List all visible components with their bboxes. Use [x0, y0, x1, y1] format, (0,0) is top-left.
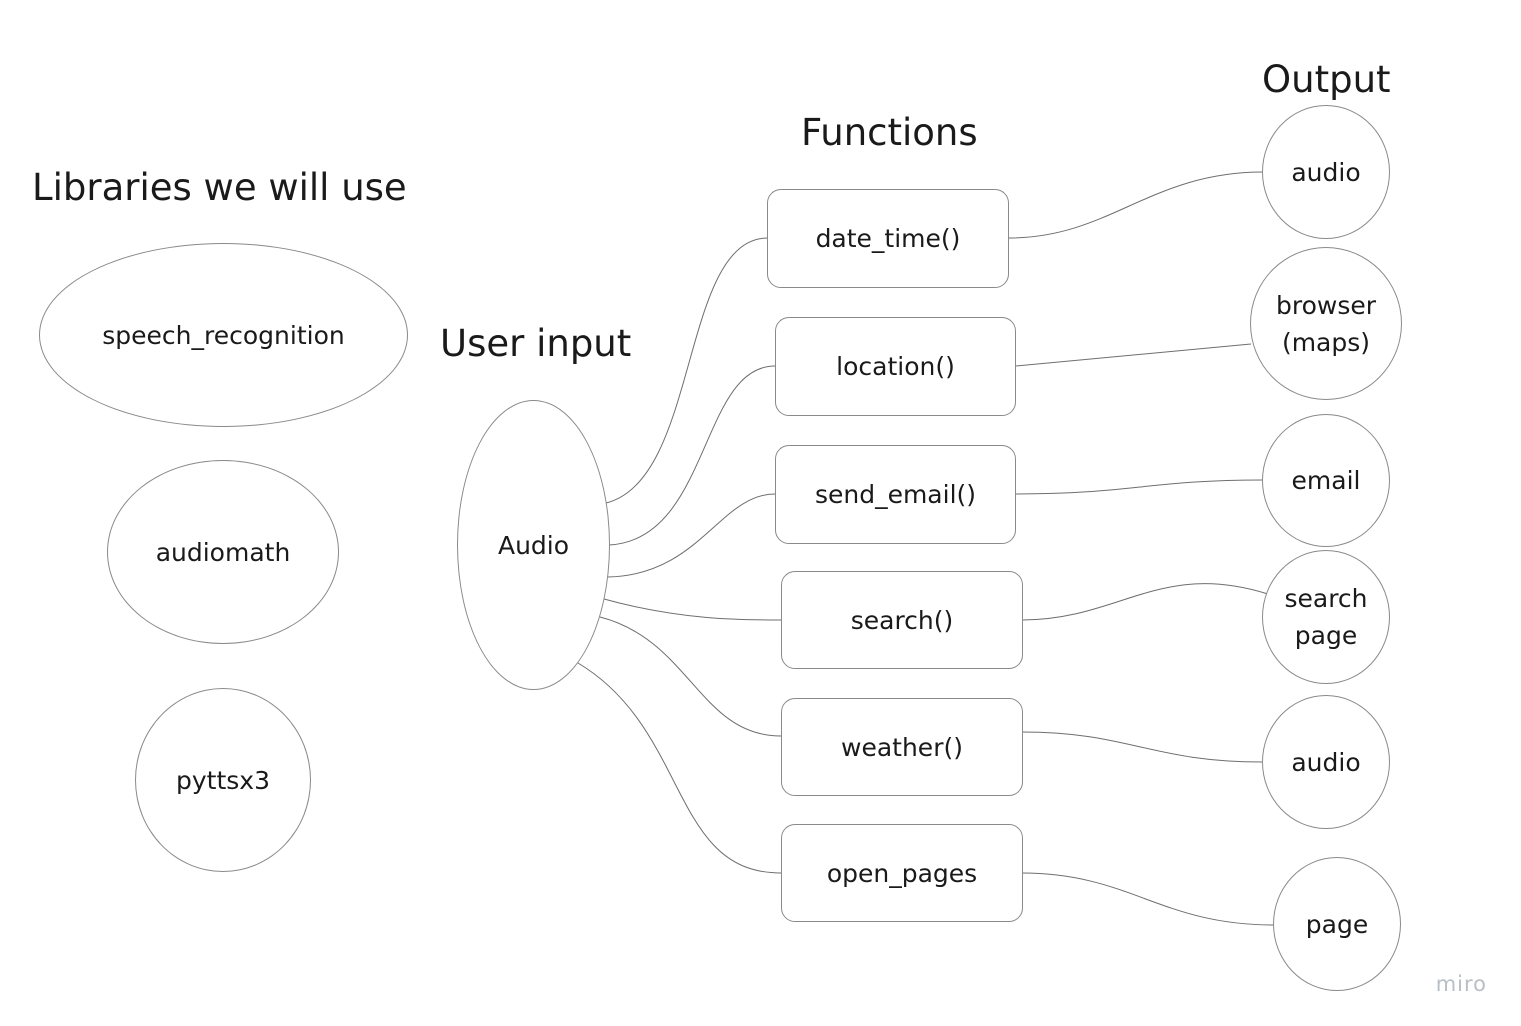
output-audio-1[interactable]: audio — [1262, 105, 1390, 239]
function-open-pages[interactable]: open_pages — [781, 824, 1023, 922]
output-search-page[interactable]: search page — [1262, 550, 1390, 684]
output-page-line: page — [1294, 621, 1358, 650]
connector-audio-location — [608, 365, 776, 546]
output-heading: Output — [1262, 58, 1391, 101]
library-speech-recognition[interactable]: speech_recognition — [39, 243, 408, 427]
output-maps-line: (maps) — [1281, 327, 1371, 357]
function-weather[interactable]: weather() — [781, 698, 1023, 796]
library-pyttsx3[interactable]: pyttsx3 — [135, 688, 311, 872]
connector-audio-date-time — [605, 237, 769, 504]
connector-send-email-email — [1015, 479, 1264, 495]
output-search-line: search — [1284, 584, 1368, 613]
connector-open-pages-page — [1021, 872, 1275, 926]
connector-audio-send-email — [607, 493, 776, 578]
library-audiomath[interactable]: audiomath — [107, 460, 339, 644]
miro-watermark: miro — [1435, 972, 1487, 996]
connector-audio-open-pages — [577, 662, 782, 874]
connector-audio-search — [603, 598, 782, 621]
output-page[interactable]: page — [1273, 857, 1401, 991]
output-audio-2[interactable]: audio — [1262, 695, 1390, 829]
input-audio[interactable]: Audio — [457, 400, 610, 690]
function-date-time[interactable]: date_time() — [767, 189, 1009, 288]
connector-audio-weather — [599, 616, 782, 737]
user-input-heading: User input — [440, 322, 632, 365]
connector-date-time-audio — [1008, 171, 1264, 239]
connector-weather-audio — [1021, 731, 1264, 763]
functions-heading: Functions — [801, 111, 978, 154]
connector-location-browser — [1015, 343, 1252, 367]
libraries-heading: Libraries we will use — [32, 166, 407, 209]
output-browser-line: browser — [1275, 290, 1377, 320]
connector-search-search-page — [1021, 583, 1269, 621]
output-browser-maps[interactable]: browser (maps) — [1250, 247, 1402, 400]
function-location[interactable]: location() — [775, 317, 1016, 416]
output-email[interactable]: email — [1262, 414, 1390, 547]
function-search[interactable]: search() — [781, 571, 1023, 669]
function-send-email[interactable]: send_email() — [775, 445, 1016, 544]
